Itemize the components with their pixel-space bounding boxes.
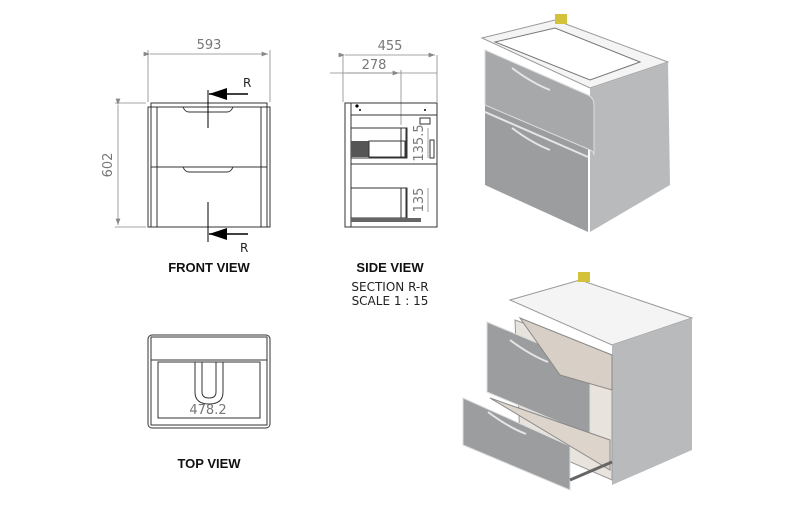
- top-inner-dimension: 478.2: [189, 403, 226, 418]
- scale-label: SCALE 1 : 15: [352, 294, 429, 308]
- wall-bracket: [555, 14, 567, 24]
- inner-dimension: 278: [362, 58, 387, 73]
- wall-bracket-open: [578, 272, 590, 282]
- drawer-dimension-upper: 135.5: [412, 124, 427, 161]
- section-label: SECTION R-R: [351, 280, 428, 294]
- front-view-label: FRONT VIEW: [168, 260, 250, 275]
- top-view-label: TOP VIEW: [177, 456, 241, 471]
- width-dimension: 593: [197, 38, 222, 53]
- side-view-label: SIDE VIEW: [356, 260, 424, 275]
- section-mark-bottom: R: [240, 241, 248, 255]
- height-dimension: 602: [101, 153, 116, 178]
- cabinet-render-open: [462, 272, 694, 491]
- drawer-dimension-lower: 135: [412, 188, 427, 213]
- cabinet-render-closed: [480, 14, 670, 232]
- top-view: 478.2 TOP VIEW: [147, 334, 271, 471]
- depth-dimension: 455: [378, 39, 403, 54]
- side-view: 455 278 135.5 135 SIDE VIEW SECTION R-R …: [330, 39, 438, 308]
- section-mark-top: R: [243, 76, 251, 90]
- front-view: 593 602 R R FRONT VIEW: [101, 38, 271, 275]
